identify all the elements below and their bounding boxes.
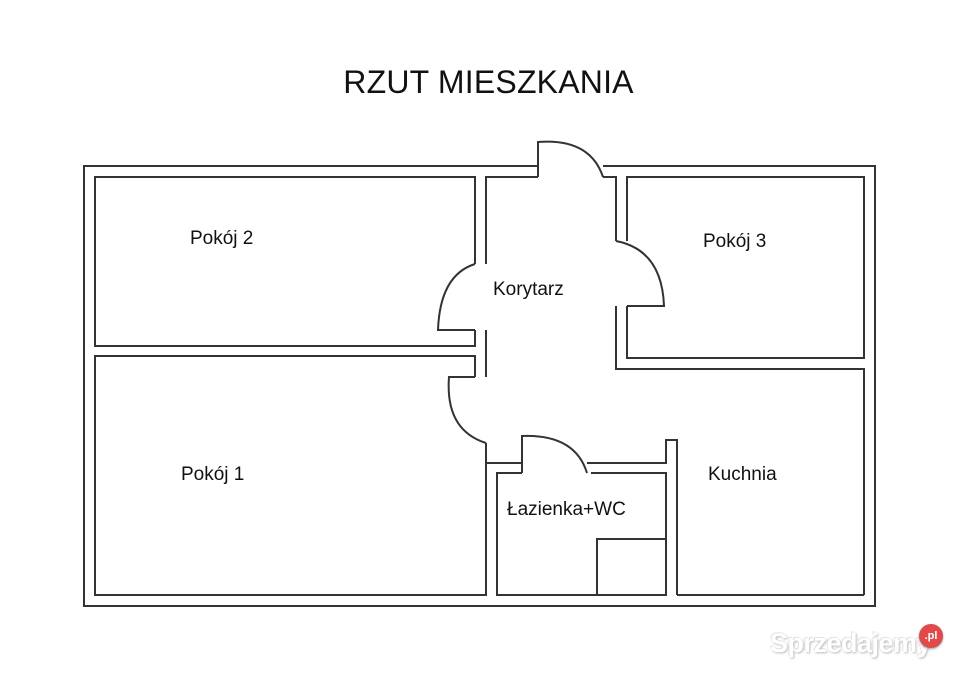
bathroom-top-wall-outer <box>485 443 522 464</box>
watermark-badge: .pl <box>919 624 943 648</box>
door-lazienka <box>521 434 588 474</box>
room-label-pokoj3: Pokój 3 <box>703 231 767 252</box>
room-label-pokoj1: Pokój 1 <box>181 464 245 485</box>
door-pokoj1 <box>447 376 487 444</box>
corridor-right-wall-lower <box>615 306 865 595</box>
room-pokoj1-outline <box>94 355 487 596</box>
watermark-logo: Sprzedajemy <box>770 628 932 658</box>
plan-title: RZUT MIESZKANIA <box>343 64 634 100</box>
shower-box <box>596 538 667 596</box>
room-pokoj3-outline <box>626 176 865 359</box>
room-label-korytarz: Korytarz <box>493 279 564 300</box>
room-label-lazienka: Łazienka+WC <box>507 499 626 520</box>
room-pokoj2-outline <box>94 176 476 347</box>
corridor-left-wall-upper <box>485 176 538 264</box>
outer-wall <box>83 165 876 607</box>
bathroom-outline <box>496 472 667 596</box>
door-pokoj2 <box>436 263 476 331</box>
bathroom-top-wall-right <box>587 439 678 595</box>
door-pokoj3 <box>615 240 666 307</box>
room-label-kuchnia: Kuchnia <box>708 464 777 485</box>
entrance-door <box>537 140 604 178</box>
corridor-top-right <box>603 176 617 241</box>
room-label-pokoj2: Pokój 2 <box>190 228 254 249</box>
